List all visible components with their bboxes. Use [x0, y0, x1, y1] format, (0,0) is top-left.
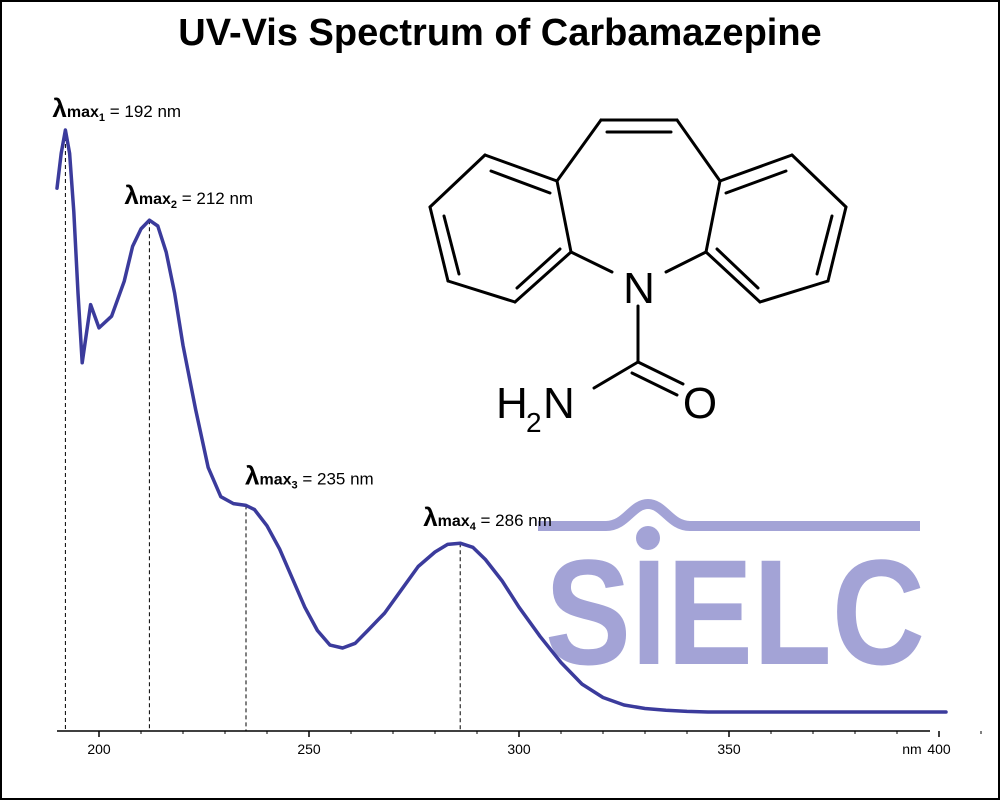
atom-o-carbonyl: O [683, 379, 717, 428]
x-tick-label: 400 [927, 741, 951, 757]
x-axis-unit-label: nm [902, 741, 921, 757]
x-tick-label: 300 [507, 741, 531, 757]
amine-h: H [496, 379, 528, 428]
peak-value: = 286 nm [476, 511, 552, 530]
peak-annotation-2: λmax2 = 212 nm [124, 180, 253, 211]
peak-guides [64, 130, 461, 731]
amine-n: N [543, 379, 575, 428]
lambda-max-subscript: max [67, 104, 99, 121]
peak-value: = 235 nm [298, 469, 374, 488]
peak-annotation-4: λmax4 = 286 nm [423, 502, 552, 533]
chart-title: UV-Vis Spectrum of Carbamazepine [178, 12, 822, 54]
peak-index: 1 [99, 112, 105, 124]
logo-text: SIELC [545, 528, 925, 696]
x-tick-label: 350 [717, 741, 741, 757]
x-axis-ticks: 200250300350400450500550 [87, 731, 982, 757]
atom-n-ring: N [623, 264, 655, 313]
peak-annotation-1: λmax1 = 192 nm [52, 93, 181, 124]
spectrum-line [55, 128, 948, 714]
logo-swoosh [538, 498, 920, 531]
carbamazepine-structure [428, 118, 848, 397]
lambda-max-subscript: max [259, 471, 291, 488]
lambda-max-subscript: max [438, 513, 470, 530]
peak-index: 2 [171, 199, 177, 211]
peak-index: 4 [470, 521, 477, 533]
lambda-max-subscript: max [139, 191, 171, 208]
lambda-symbol: λ [423, 502, 438, 532]
x-tick-label: 200 [87, 741, 111, 757]
lambda-symbol: λ [52, 93, 67, 123]
lambda-symbol: λ [245, 460, 260, 490]
amine-subscript: 2 [526, 407, 542, 438]
peak-value: = 212 nm [177, 189, 253, 208]
peak-annotation-3: λmax3 = 235 nm [245, 460, 374, 491]
peak-value: = 192 nm [105, 102, 181, 121]
logo-dot [636, 526, 660, 550]
sielc-logo: SIELC [538, 498, 925, 696]
x-tick-label: 250 [297, 741, 321, 757]
lambda-symbol: λ [124, 180, 139, 210]
peak-index: 3 [292, 479, 298, 491]
